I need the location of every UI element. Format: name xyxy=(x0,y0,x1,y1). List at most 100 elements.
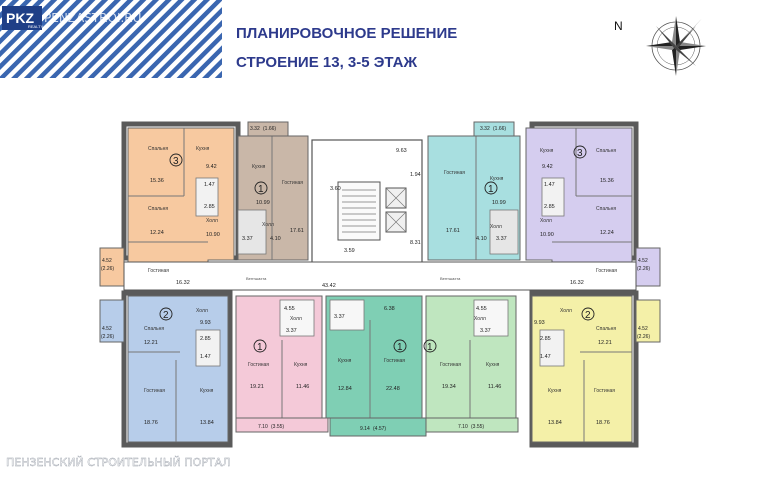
balcony-area-sub: (1.66) xyxy=(263,126,276,132)
apartment-top-left-3[interactable] xyxy=(127,127,235,291)
room-label: Холл xyxy=(540,218,552,224)
area-value: 9.42 xyxy=(542,164,553,170)
room-label: Холл xyxy=(474,316,486,322)
vent-labels: Вентшахта Вентшахта xyxy=(246,276,461,281)
room-count: 1 xyxy=(397,342,403,353)
area-value: 1.47 xyxy=(540,354,551,360)
area-value: 9.93 xyxy=(534,320,545,326)
balcony-area: 4.52 xyxy=(638,258,648,264)
area-value: 3.37 xyxy=(496,236,507,242)
area-value: 10.99 xyxy=(492,200,506,206)
balcony-area: 4.52 xyxy=(102,326,112,332)
core-stair-area: 3.59 xyxy=(344,248,355,254)
room-count: 3 xyxy=(577,148,583,159)
apartment-bottom-1a[interactable] xyxy=(235,295,323,419)
area-value: 1.47 xyxy=(204,182,215,188)
area-value: 1.47 xyxy=(544,182,555,188)
area-value: 13.84 xyxy=(548,420,562,426)
area-value: 9.42 xyxy=(206,164,217,170)
vent-label: Вентшахта xyxy=(246,276,267,281)
balcony-area-sub: (3.55) xyxy=(271,424,284,430)
balcony-bottom-1c xyxy=(425,417,519,433)
area-value: 3.37 xyxy=(242,236,253,242)
area-value: 2.85 xyxy=(544,204,555,210)
balcony-bottom-right-2 xyxy=(635,299,661,343)
balcony-area-sub: (3.55) xyxy=(471,424,484,430)
room-label: Кухня xyxy=(252,164,266,170)
balcony-values: 4.52 (2.26) 3.32 (1.66) 3.32 (1.66) 4.52… xyxy=(101,126,650,432)
area-value: 4.55 xyxy=(284,306,295,312)
room-label: Гостиная xyxy=(248,362,269,368)
room-label: Кухня xyxy=(486,362,500,368)
room-label: Спальня xyxy=(148,146,168,152)
corridor xyxy=(123,261,637,291)
compass-rose-icon xyxy=(646,16,706,76)
room-label: Спальня xyxy=(148,206,168,212)
room-label: Спальня xyxy=(596,326,616,332)
area-value: 1.47 xyxy=(200,354,211,360)
apartment-bottom-right-2[interactable] xyxy=(531,295,633,443)
room-label: Спальня xyxy=(596,206,616,212)
room-label: Кухня xyxy=(196,146,210,152)
area-value: 12.21 xyxy=(144,340,158,346)
watermark-top: PENZASTROI.RU xyxy=(44,11,141,25)
area-value: 11.46 xyxy=(296,384,309,390)
room-label: Гостиная xyxy=(444,170,465,176)
area-value: 3.37 xyxy=(286,328,297,334)
balcony-area: 7.10 xyxy=(458,424,468,430)
area-value: 2.85 xyxy=(540,336,551,342)
area-value: 22.48 xyxy=(386,386,400,392)
area-value: 17.61 xyxy=(290,228,304,234)
area-value: 19.34 xyxy=(442,384,456,390)
area-value: 12.84 xyxy=(338,386,352,392)
apartment-top-right-3[interactable] xyxy=(525,127,633,291)
area-value: 13.84 xyxy=(200,420,214,426)
room-label: Спальня xyxy=(596,148,616,154)
room-label: Холл xyxy=(290,316,302,322)
apartment-bottom-1b[interactable] xyxy=(325,295,423,419)
room-label: Кухня xyxy=(338,358,352,364)
room-label: Кухня xyxy=(548,388,562,394)
room-count: 1 xyxy=(258,184,264,195)
room-label: Гостиная xyxy=(144,388,165,394)
balcony-area-sub: (2.26) xyxy=(637,334,650,340)
room-count: 3 xyxy=(173,156,179,167)
area-value: 15.36 xyxy=(150,178,164,184)
area-value: 12.24 xyxy=(600,230,614,236)
apartment-top-left-1[interactable] xyxy=(237,135,309,261)
room-count-badges: 3 1 1 3 2 1 1 1 2 xyxy=(159,145,595,353)
room-label: Гостиная xyxy=(384,358,405,364)
balcony-top-left-3 xyxy=(99,247,125,287)
page-title-line2: СТРОЕНИЕ 13, 3-5 ЭТАЖ xyxy=(236,54,417,71)
apartment-bottom-left-2[interactable] xyxy=(127,295,229,443)
area-value: 15.36 xyxy=(600,178,614,184)
area-value: 4.55 xyxy=(476,306,487,312)
room-count: 1 xyxy=(427,342,433,353)
compass-north-label: N xyxy=(614,19,623,33)
balcony-area-sub: (2.26) xyxy=(101,266,114,272)
area-value: 10.90 xyxy=(540,232,554,238)
balcony-top-right-1 xyxy=(473,121,515,137)
room-label: Гостиная xyxy=(148,268,169,274)
balcony-area: 7.10 xyxy=(258,424,268,430)
balcony-bottom-left-2 xyxy=(99,299,125,343)
area-value: 19.21 xyxy=(250,384,264,390)
stair-elevator-core xyxy=(311,139,423,265)
area-value: 18.76 xyxy=(596,420,610,426)
area-value: 10.90 xyxy=(206,232,220,238)
balcony-area-sub: (2.26) xyxy=(637,266,650,272)
logo-text: PKZ xyxy=(6,10,34,26)
area-value: 12.24 xyxy=(150,230,164,236)
room-label: Гостиная xyxy=(440,362,461,368)
area-value: 18.76 xyxy=(144,420,158,426)
area-value: 12.21 xyxy=(598,340,612,346)
room-count: 2 xyxy=(585,310,591,321)
apartment-bottom-1c[interactable] xyxy=(425,295,517,419)
room-label: Холл xyxy=(262,222,274,228)
room-label: Холл xyxy=(206,218,218,224)
room-label: Кухня xyxy=(490,176,504,182)
balcony-area-sub: (1.66) xyxy=(493,126,506,132)
apartment-top-right-1[interactable] xyxy=(427,135,521,261)
room-label: Гостиная xyxy=(596,268,617,274)
